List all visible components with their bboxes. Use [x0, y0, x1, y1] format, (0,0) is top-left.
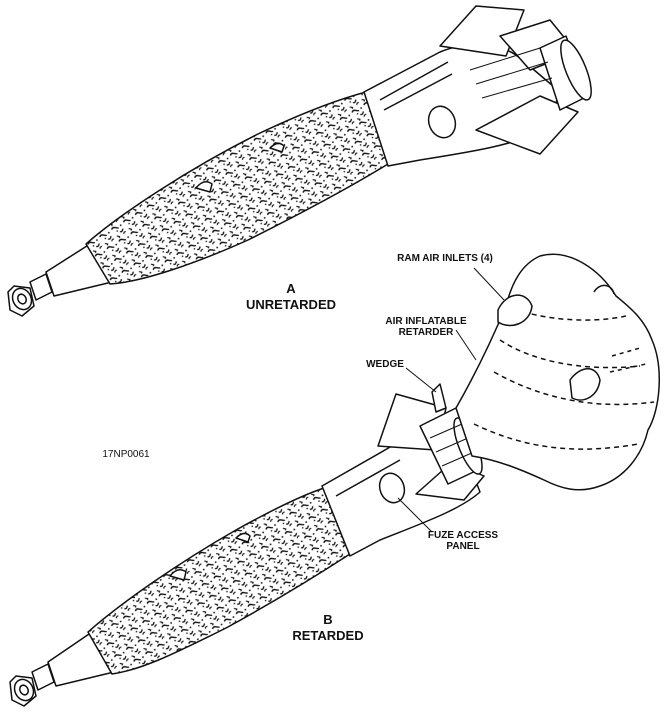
body-b [87, 487, 351, 675]
unretarded-bomb [7, 5, 592, 317]
tail-fin-lower-a [475, 95, 579, 155]
figure-a-caption: UNRETARDED [245, 297, 337, 312]
retarder-leader [455, 329, 477, 361]
retarder-label-line2: RETARDER [398, 327, 454, 338]
fuze-access-panel [378, 472, 406, 504]
fuze-access-label-line1: FUZE ACCESS [427, 530, 499, 541]
suspension-lug-a [195, 181, 213, 193]
figure-number: 17NP0061 [102, 449, 150, 460]
wedge-leader [405, 367, 437, 393]
fuze-panel-leader [397, 497, 433, 533]
tail-fin-upper-a [439, 5, 525, 57]
figure-a-letter: A [286, 281, 296, 296]
fuze-access-label-line2: PANEL [446, 541, 480, 552]
suspension-lug-b [169, 569, 187, 581]
retarder-label-line1: AIR INFLATABLE [385, 316, 467, 327]
ram-air-inlet [497, 294, 533, 327]
retarded-bomb [9, 383, 485, 707]
nose-fuze-b [9, 663, 55, 707]
body-a [85, 91, 389, 285]
wedge-label: WEDGE [366, 359, 404, 370]
ram-air-leader [473, 267, 505, 301]
leader-lines [397, 267, 505, 533]
air-inflatable-retarder [455, 253, 660, 491]
nose-fuze-a [7, 273, 53, 317]
ram-air-inlets-label: RAM AIR INLETS (4) [397, 253, 493, 264]
figure-b-letter: B [323, 612, 333, 627]
figure-b-caption: RETARDED [292, 628, 364, 643]
tail-access-panel-a [427, 105, 457, 139]
